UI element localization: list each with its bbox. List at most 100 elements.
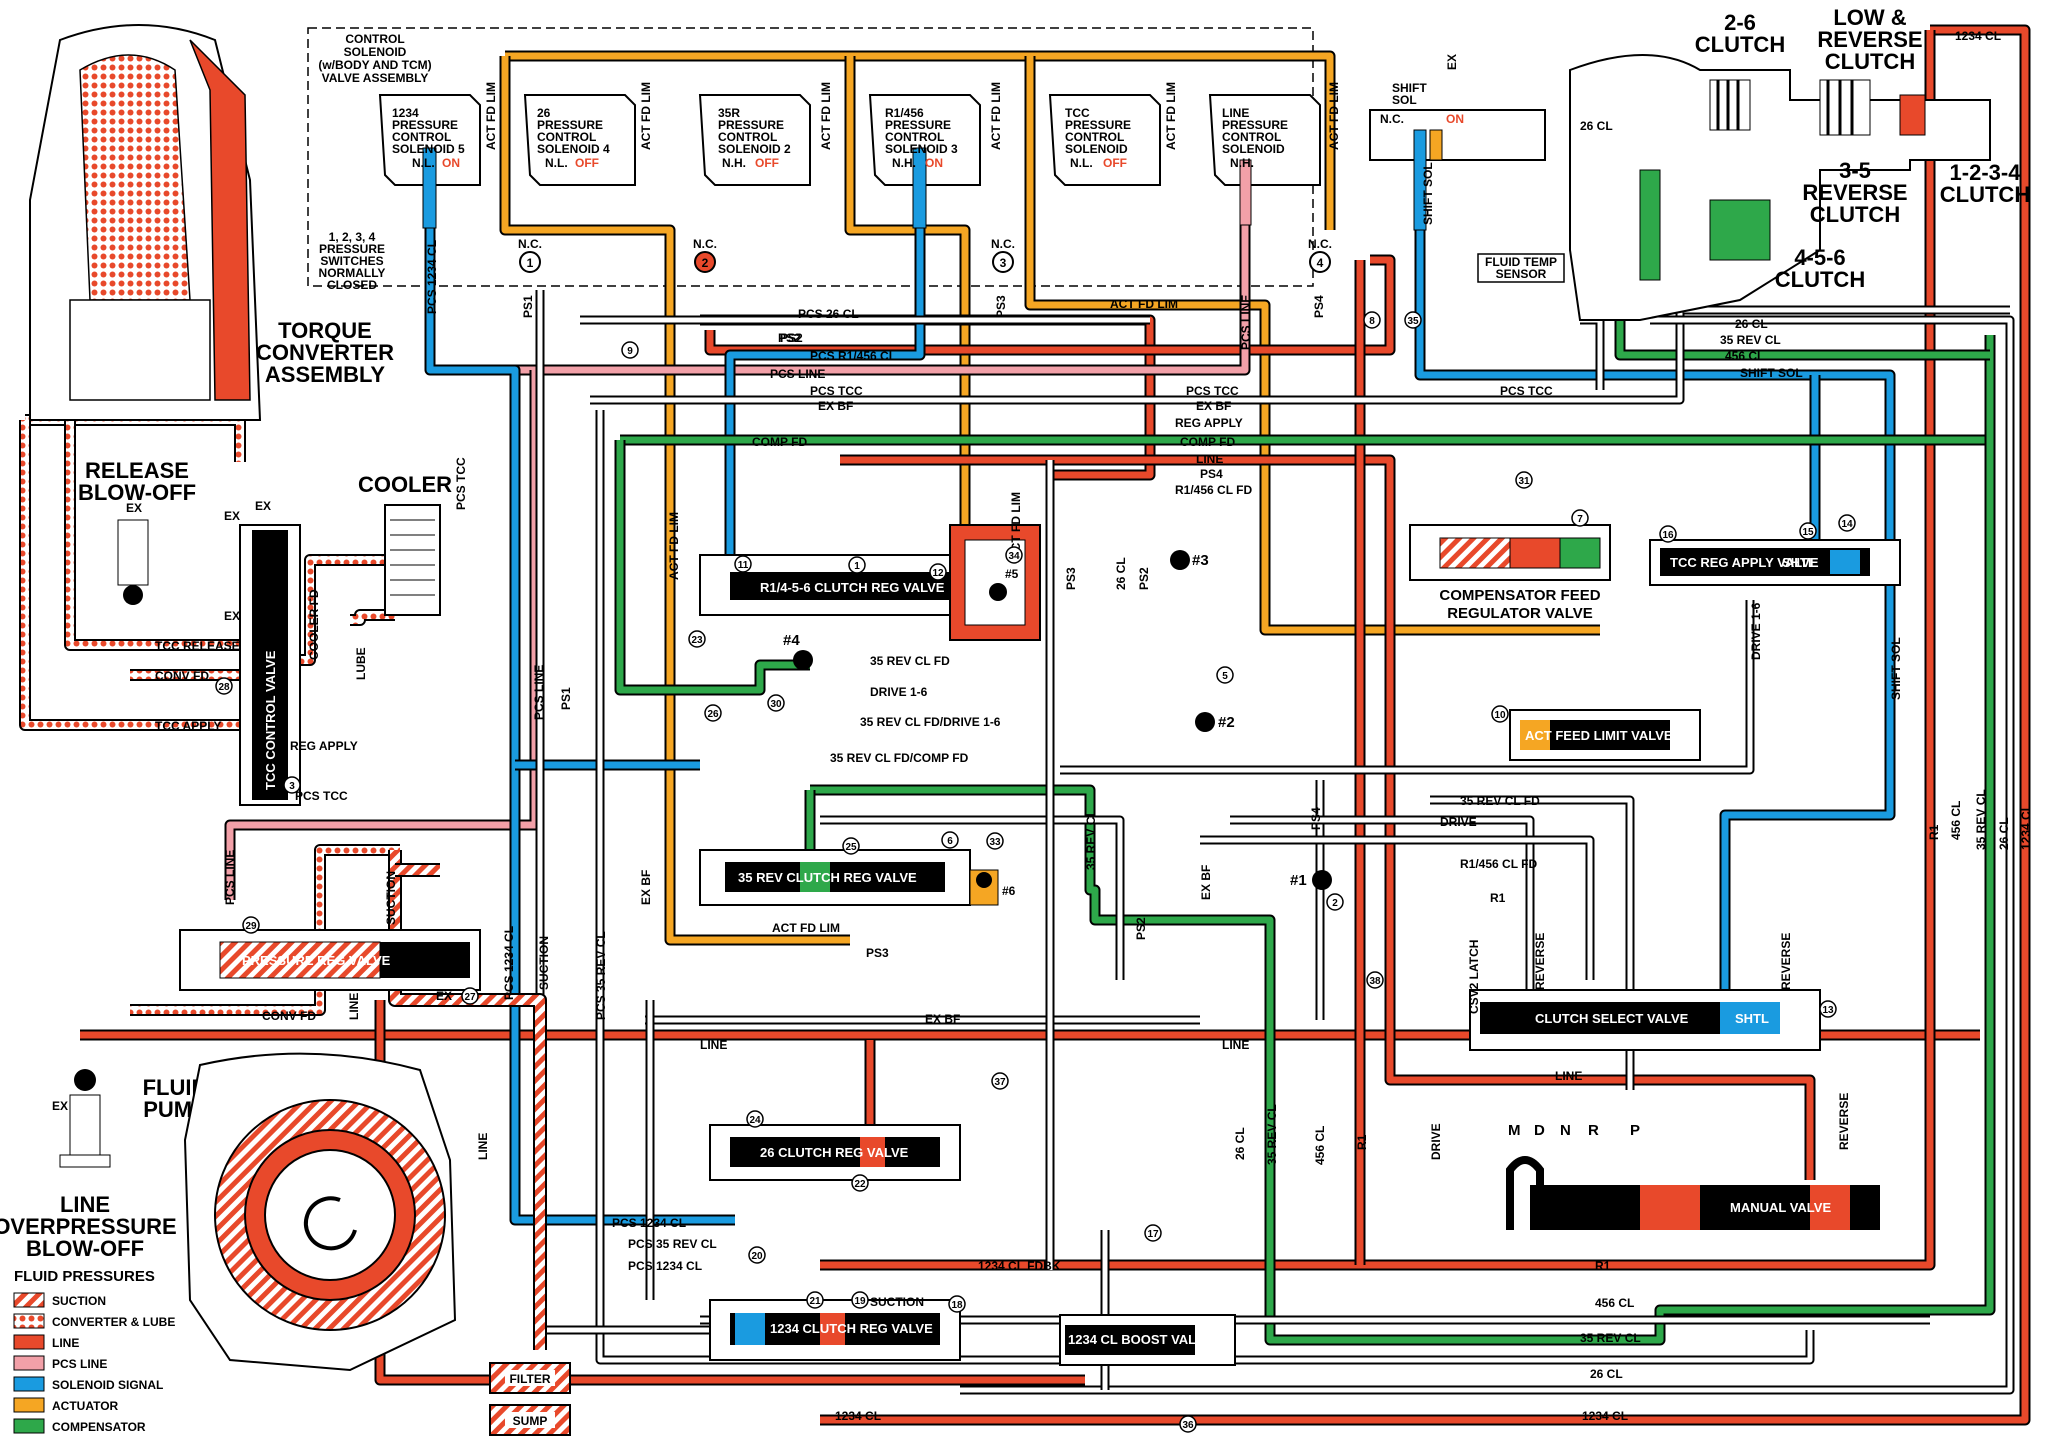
svg-text:SOLENOID: SOLENOID (1222, 142, 1285, 156)
svg-text:PRESSURE: PRESSURE (718, 118, 784, 132)
35-rev-clutch-reg-valve: 35 REV CLUTCH REG VALVE #6 (699, 849, 1016, 906)
svg-text:PS2: PS2 (780, 331, 803, 345)
svg-text:PS2: PS2 (778, 331, 801, 345)
orifice-label-38: 38 (1369, 976, 1381, 987)
svg-text:ON: ON (925, 156, 943, 170)
svg-text:CONTROL: CONTROL (1222, 130, 1281, 144)
orifice-26 (704, 704, 722, 722)
svg-text:REG APPLY: REG APPLY (290, 739, 358, 753)
svg-text:SUMP: SUMP (513, 1414, 548, 1428)
tcc-control-valve: TCC CONTROL VALVE EX EX EX TCC RELEASE C… (155, 457, 468, 806)
orifice-37 (991, 1072, 1009, 1090)
orifice-8 (1363, 311, 1381, 329)
svg-text:3: 3 (1000, 256, 1007, 270)
svg-text:ACT FD LIM: ACT FD LIM (989, 82, 1003, 150)
svg-text:35R: 35R (718, 106, 740, 120)
solenoid-tcc-pcs: TCC PRESSURE CONTROL SOLENOID N.L. OFF A… (1048, 82, 1178, 186)
svg-text:26 CL: 26 CL (1233, 1127, 1247, 1160)
orifice-17 (1144, 1224, 1162, 1242)
filter: FILTER (489, 1362, 571, 1394)
orifice-label-30: 30 (770, 699, 782, 710)
svg-text:SHIFT: SHIFT (1392, 81, 1427, 95)
orifice-31 (1515, 471, 1533, 489)
svg-text:PCS TCC: PCS TCC (1186, 384, 1239, 398)
svg-text:ACT FD LIM: ACT FD LIM (484, 82, 498, 150)
svg-text:LOW &: LOW & (1833, 5, 1906, 30)
svg-text:PS2: PS2 (1134, 917, 1148, 940)
svg-text:LINE: LINE (347, 993, 361, 1020)
svg-text:CONVERTER: CONVERTER (256, 340, 394, 365)
svg-text:CLUTCH SELECT VALVE: CLUTCH SELECT VALVE (1535, 1011, 1689, 1026)
cooler: COOLER (358, 472, 452, 616)
assembly-title: CONTROL SOLENOID (w/BODY AND TCM) VALVE … (318, 32, 431, 85)
pressure-switch-1: 1 N.C. PS1 (518, 237, 542, 318)
svg-text:SUCTION: SUCTION (384, 871, 398, 925)
tcc-reg-apply-valve: TCC REG APPLY VALVE SHTL (1649, 539, 1901, 586)
orifice-27 (461, 987, 479, 1005)
orifice-15 (1799, 522, 1817, 540)
orifice-label-15: 15 (1802, 527, 1814, 538)
svg-text:COOLER: COOLER (358, 472, 452, 497)
svg-text:R1/456 CL FD: R1/456 CL FD (1175, 483, 1252, 497)
svg-text:#1: #1 (1290, 872, 1307, 889)
1234-cl-boost-valve: 1234 CL BOOST VALVE (1059, 1314, 1236, 1366)
svg-text:TCC RELEASE: TCC RELEASE (155, 639, 240, 653)
pressure-regulator-valve: PRESSURE REG VALVE PCS LINE SUCTION CONV… (179, 850, 481, 1023)
svg-text:3-5: 3-5 (1839, 158, 1871, 183)
svg-text:PCS LINE: PCS LINE (532, 665, 546, 720)
orifice-33 (986, 832, 1004, 850)
svg-text:ASSEMBLY: ASSEMBLY (265, 362, 386, 387)
svg-text:EX BF: EX BF (925, 1012, 960, 1026)
orifice-38 (1366, 971, 1384, 989)
svg-text:N.L.: N.L. (1070, 156, 1093, 170)
svg-text:LINE: LINE (1222, 1038, 1249, 1052)
svg-text:M: M (1508, 1122, 1521, 1139)
svg-text:4-5-6: 4-5-6 (1794, 245, 1845, 270)
orifice-label-28: 28 (218, 682, 230, 693)
legend-compensator: COMPENSATOR (13, 1418, 146, 1434)
svg-text:CONTROL: CONTROL (537, 130, 596, 144)
svg-text:CONV FD: CONV FD (155, 669, 209, 683)
svg-text:PS3: PS3 (866, 946, 889, 960)
svg-text:ON: ON (1446, 112, 1464, 126)
svg-text:N.C.: N.C. (518, 237, 542, 251)
svg-text:R1: R1 (1595, 1259, 1611, 1273)
line-overpressure-blowoff: EX LINE OVERPRESSURE BLOW-OFF (0, 1069, 177, 1261)
orifice-label-8: 8 (1369, 316, 1375, 327)
svg-text:LINE: LINE (1222, 106, 1249, 120)
orifice-21 (806, 1291, 824, 1309)
svg-text:PCS 35 REV CL: PCS 35 REV CL (594, 931, 608, 1020)
svg-text:35 REV CL FD: 35 REV CL FD (1460, 794, 1540, 808)
orifice-label-14: 14 (1841, 519, 1853, 530)
svg-text:1: 1 (527, 256, 534, 270)
orifice-label-26: 26 (707, 709, 719, 720)
svg-text:N.H.: N.H. (892, 156, 916, 170)
orifice-label-7: 7 (1577, 514, 1583, 525)
svg-text:PCS R1/456 CL: PCS R1/456 CL (810, 349, 896, 363)
svg-text:PCS TCC: PCS TCC (1500, 384, 1553, 398)
svg-text:ACT FD LIM: ACT FD LIM (772, 921, 840, 935)
solenoid-1234-pcs5: 1234 PRESSURE CONTROL SOLENOID 5 N.L. ON… (378, 82, 498, 229)
svg-text:PCS 1234 CL: PCS 1234 CL (612, 1216, 686, 1230)
r1-456-clutch-reg-valve: R1/4-5-6 CLUTCH REG VALVE #5 (699, 524, 1041, 641)
orifice-24 (746, 1110, 764, 1128)
svg-text:PCS TCC: PCS TCC (454, 457, 468, 510)
svg-text:1234 CLUTCH REG VALVE: 1234 CLUTCH REG VALVE (770, 1321, 933, 1336)
svg-text:LINE: LINE (60, 1192, 110, 1217)
svg-text:R1: R1 (1490, 891, 1506, 905)
svg-text:CONTROL: CONTROL (392, 130, 451, 144)
pressure-switch-note: 1, 2, 3, 4 PRESSURE SWITCHES NORMALLY CL… (319, 230, 386, 292)
svg-text:35 REV CL: 35 REV CL (1720, 333, 1781, 347)
svg-text:PS3: PS3 (1064, 567, 1078, 590)
svg-text:ACT FD LIM: ACT FD LIM (1009, 492, 1023, 560)
svg-text:SOLENOID 4: SOLENOID 4 (537, 142, 610, 156)
svg-text:456 CL: 456 CL (1595, 1296, 1634, 1310)
pressure-switch-3: 3 N.C. PS3 (991, 237, 1015, 318)
orifice-label-22: 22 (854, 1179, 866, 1190)
svg-text:TORQUE: TORQUE (278, 318, 372, 343)
orifice-label-24: 24 (749, 1115, 761, 1126)
svg-text:R1/456 CL FD: R1/456 CL FD (1460, 857, 1537, 871)
svg-text:35 REV CL: 35 REV CL (1974, 789, 1988, 850)
svg-text:PCS 1234 CL: PCS 1234 CL (425, 240, 439, 314)
orifice-3 (283, 776, 301, 794)
